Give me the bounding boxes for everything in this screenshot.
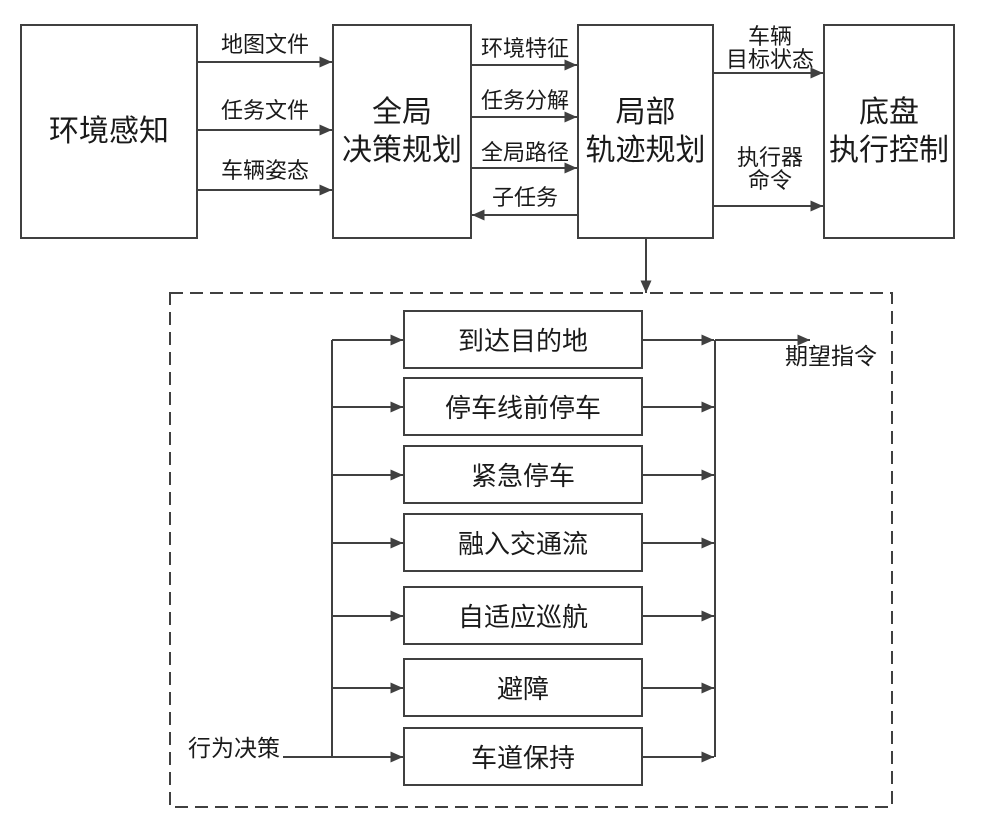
behavior-box-reach-destination: 到达目的地 [403, 310, 643, 369]
label-actuator-command: 执行器 命令 [736, 145, 803, 193]
label-task-file: 任务文件 [220, 98, 309, 123]
label-subtask: 子任务 [491, 185, 558, 210]
behavior-box-stop-before-stopline: 停车线前停车 [403, 377, 643, 436]
behavior-box-merge-into-traffic: 融入交通流 [403, 513, 643, 572]
behavior-box-emergency-stop: 紧急停车 [403, 445, 643, 504]
node-env-perception: 环境感知 [20, 24, 198, 239]
label-env-features: 环境特征 [480, 36, 569, 61]
node-chassis-control: 底盘 执行控制 [823, 24, 955, 239]
label-map-file: 地图文件 [220, 32, 309, 57]
behavior-box-obstacle-avoidance: 避障 [403, 658, 643, 717]
node-local-planning: 局部 轨迹规划 [577, 24, 714, 239]
node-global-planning: 全局 决策规划 [332, 24, 472, 239]
behavior-panel-dashed-border [169, 292, 893, 808]
behavior-box-adaptive-cruise: 自适应巡航 [403, 586, 643, 645]
label-vehicle-target-state: 车辆 目标状态 [725, 24, 814, 72]
behavior-box-lane-keeping: 车道保持 [403, 727, 643, 786]
label-task-decomposition: 任务分解 [480, 88, 569, 113]
label-expected-command: 期望指令 [785, 343, 877, 369]
label-behavior-decision: 行为决策 [188, 735, 280, 761]
label-global-path: 全局路径 [480, 140, 569, 165]
label-vehicle-pose: 车辆姿态 [220, 158, 309, 183]
